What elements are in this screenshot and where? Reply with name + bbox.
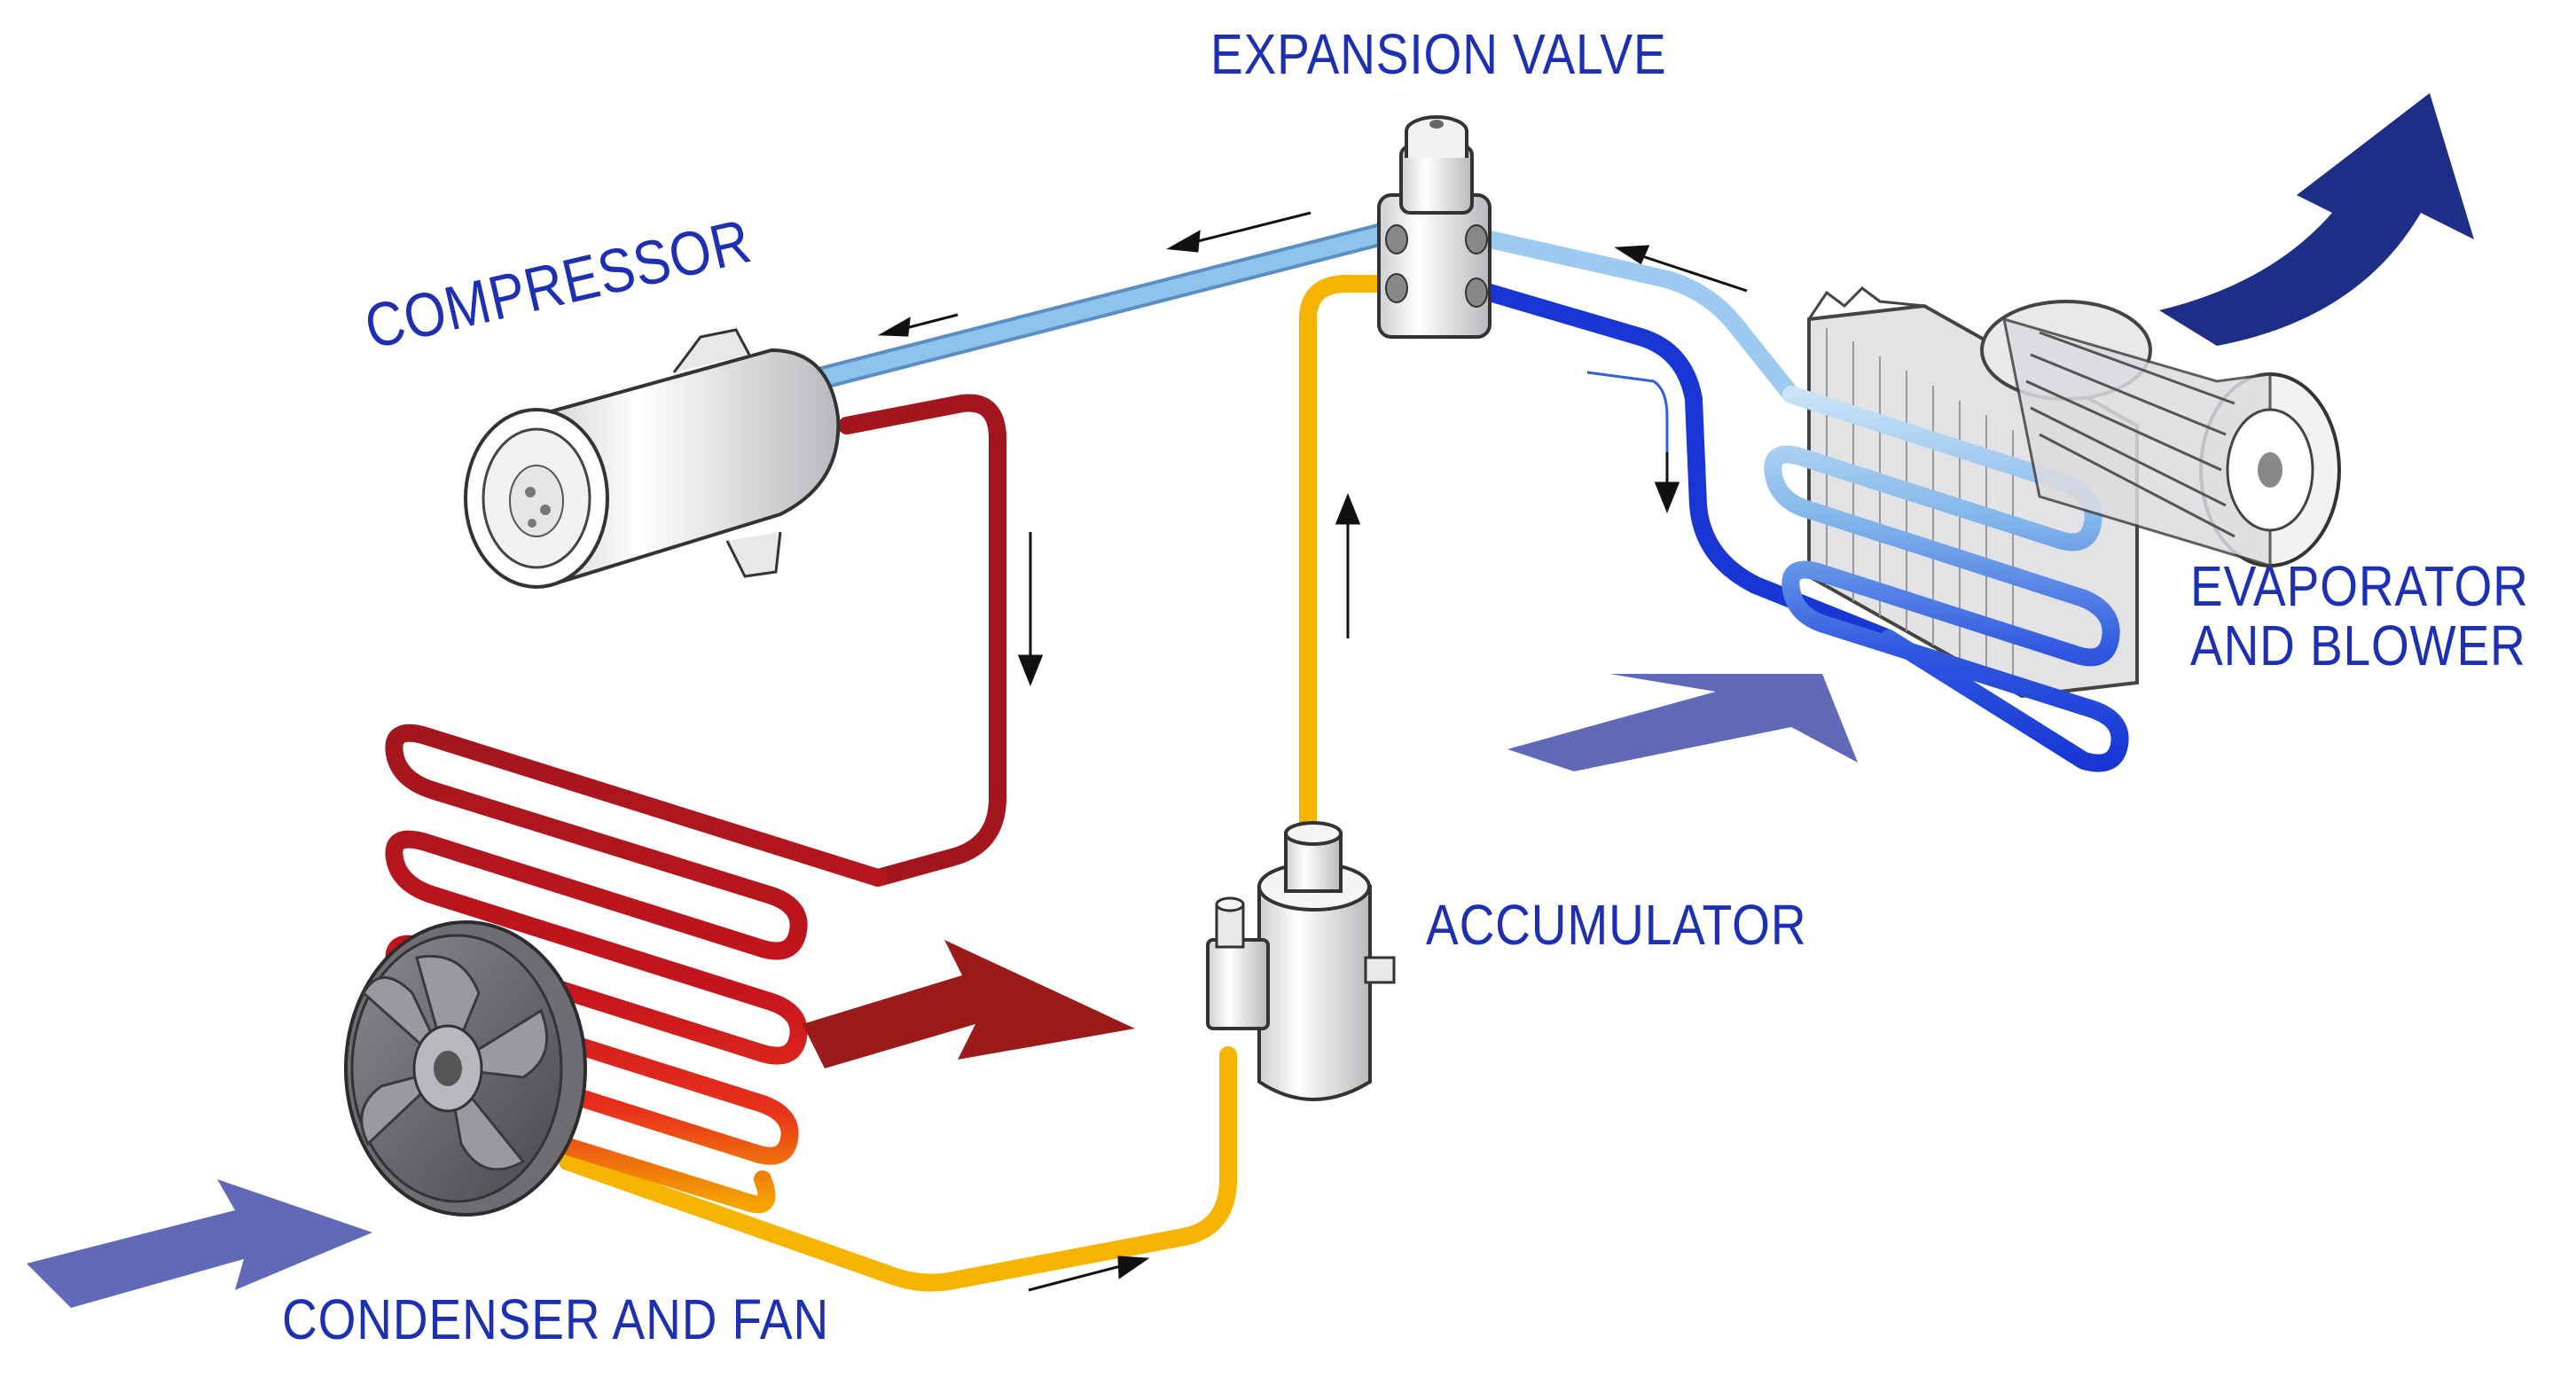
evaporator-label-line1: EVAPORATOR [2190, 554, 2529, 618]
condenser-fan [344, 920, 587, 1217]
flow-arrow-evap-return [1614, 245, 1748, 293]
evaporator-light-line [1481, 231, 1800, 403]
flow-arrow-liquid-up [1335, 492, 1361, 638]
accumulator-label: ACCUMULATOR [1426, 893, 1807, 957]
expansion-valve-label: EXPANSION VALVE [1210, 22, 1667, 86]
incoming-air-arrow-evaporator [1507, 674, 1858, 771]
flow-arrow-liquid-bottom [1028, 1256, 1150, 1292]
cold-air-arrow [2159, 93, 2474, 346]
hot-gas-pipe [838, 394, 1006, 887]
condenser-fan-label: CONDENSER AND FAN [282, 1287, 830, 1351]
evaporator-label-line2: AND BLOWER [2190, 614, 2526, 678]
expansion-valve [1377, 115, 1492, 339]
flow-arrow-suction [877, 211, 1311, 337]
flow-arrow-hot-gas [1017, 532, 1044, 687]
evaporator-dark-line [1481, 284, 1898, 647]
evaporator-coil [1764, 386, 2129, 772]
incoming-air-arrow-condenser [27, 1179, 372, 1308]
suction-line-pipe [791, 223, 1390, 395]
liquid-line-pipe [559, 275, 1388, 1292]
hot-air-arrow [803, 940, 1135, 1068]
compressor [464, 328, 841, 589]
accumulator [1206, 821, 1396, 1101]
evaporator-blower-label: EVAPORATOR AND BLOWER [2190, 554, 2529, 678]
flow-arrow-evap-down [1586, 371, 1680, 514]
blower [1980, 300, 2341, 568]
